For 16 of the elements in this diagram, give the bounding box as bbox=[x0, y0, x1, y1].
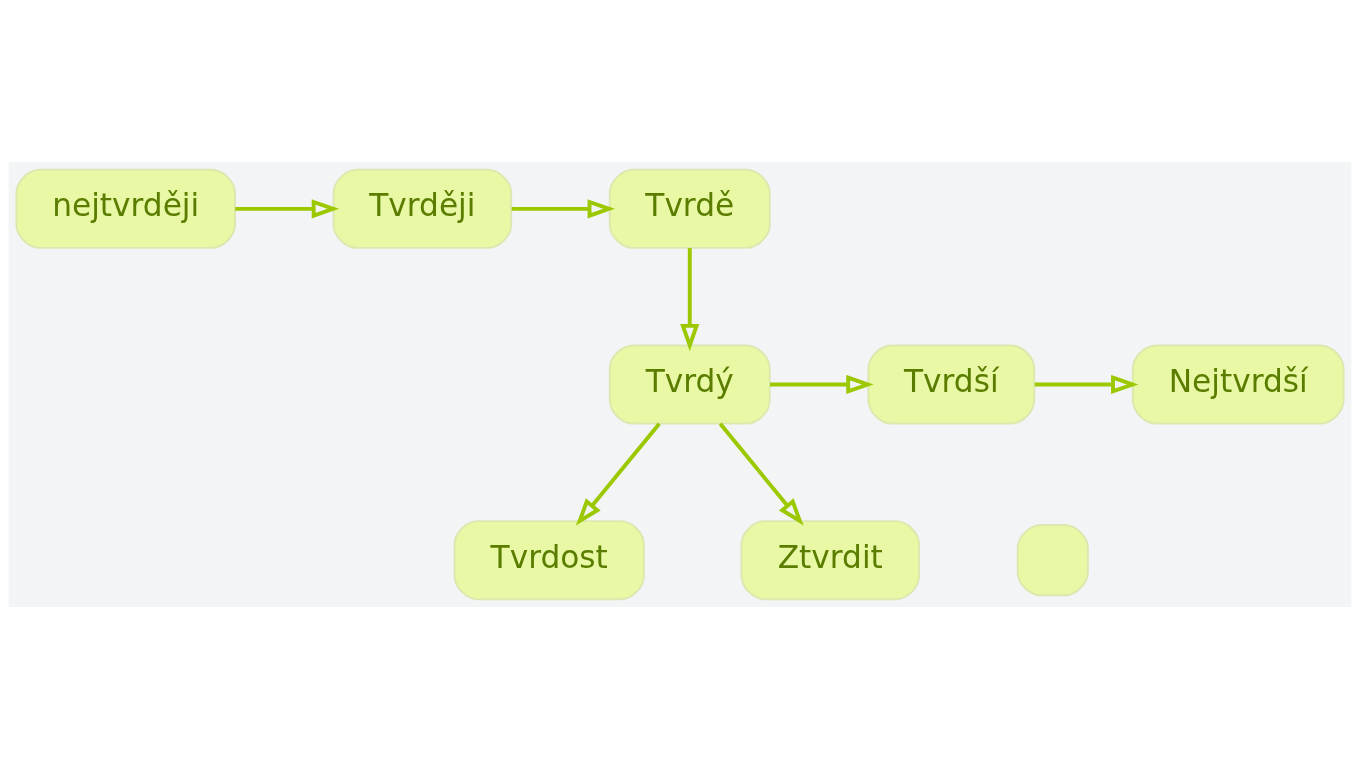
node-box: Tvrdý bbox=[608, 344, 771, 424]
arrow bbox=[575, 421, 661, 526]
node-box: Tvrději bbox=[332, 168, 513, 249]
node-box: Tvrdší bbox=[867, 344, 1036, 424]
node-box: Tvrdost bbox=[453, 519, 645, 600]
arrow bbox=[769, 374, 874, 394]
arrow bbox=[1034, 374, 1139, 394]
node-box bbox=[1016, 523, 1089, 596]
node-box: Ztvrdit bbox=[740, 519, 921, 600]
node-box: Nejtvrdší bbox=[1131, 344, 1345, 424]
node-box: nejtvrději bbox=[15, 168, 236, 249]
arrow bbox=[511, 198, 615, 218]
arrow bbox=[680, 247, 700, 351]
arrow bbox=[235, 198, 340, 218]
arrow bbox=[718, 421, 804, 526]
node-box: Tvrdě bbox=[608, 168, 771, 249]
